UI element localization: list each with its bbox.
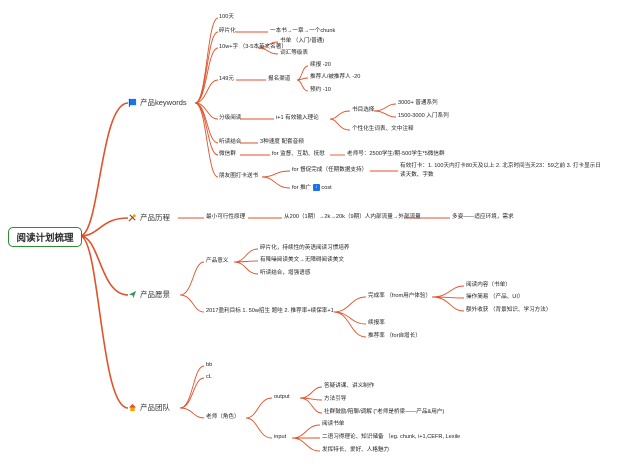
- root-branch-lines: [79, 102, 129, 409]
- node-book-list: 书单 （入门/普通): [280, 38, 325, 44]
- branch-team-label: 产品团队: [140, 403, 170, 412]
- branch-history-label: 产品历程: [140, 213, 170, 222]
- branch-vision-label: 产品愿景: [140, 290, 170, 299]
- branch-lines: [178, 17, 465, 452]
- node-teacher-accounts: 老师号：2500学生/期-500学生*5微信群: [347, 151, 445, 157]
- line-root-team: [79, 235, 129, 409]
- node-input: input: [274, 434, 287, 440]
- node-meaning-listening: 听读结合，增强语感: [260, 270, 311, 276]
- node-input-theory: 二语习得理论、知识储备 （eg. chunk, i+1,CEFR, Lexile: [322, 434, 461, 440]
- node-output: output: [274, 394, 290, 400]
- node-fragmented-sub: 一本书→一章→一个chunk: [270, 28, 336, 34]
- node-mvp: 最小可行性原理: [206, 214, 246, 220]
- node-completion-rate: 完成率 （from用户体验）: [368, 293, 432, 299]
- node-personal-vocab: 个性化生词表、文中注释: [352, 126, 414, 132]
- node-book-selection: 书目选择: [352, 107, 375, 113]
- branch-history[interactable]: 产品历程: [128, 212, 170, 223]
- node-referral-rate: 推荐率 （for自增长）: [368, 333, 421, 339]
- node-signup-channel: 报名渠道: [268, 76, 291, 82]
- node-product-meaning: 产品意义: [206, 258, 229, 264]
- node-wechat-purpose: for 监督、互助、抚慰: [272, 151, 325, 157]
- node-promotion-text: for 推广: [292, 184, 312, 191]
- node-output-guide: 方法引导: [324, 396, 347, 402]
- node-output-qa: 答疑讲课、讲义制作: [324, 383, 375, 389]
- line-root-keywords: [79, 102, 129, 237]
- node-output-community: 社群鼓励/陪聊/调解 (“老师是桥梁——产品&用户): [324, 409, 445, 415]
- node-channel-reserve: 预约 -10: [310, 87, 331, 93]
- node-input-booklist: 阅读书单: [322, 421, 345, 427]
- node-graded-reading: 分级阅读: [219, 115, 242, 121]
- node-teacher-role: 老师（角色）: [206, 414, 240, 420]
- tools-icon: [128, 214, 136, 222]
- branch-keywords-label: 产品keywords: [140, 98, 187, 107]
- node-vocab-table: 词汇等级表: [280, 50, 308, 56]
- node-meaning-habit: 碎片化，持续性的英语阅读习惯培养: [260, 245, 350, 251]
- node-channel-referral: 推荐人/被推荐人 -20: [310, 74, 361, 80]
- node-price: 149元: [219, 76, 234, 82]
- node-growth: 从200（1期）→2k→20k（9期）人内部流量→外部流量: [284, 214, 421, 220]
- node-renewal-rate: 续报率: [368, 320, 385, 326]
- node-valid-checkin-a: 有效打卡：1. 100天内打卡80天及以上 2. 北京时间当天23：59之前 3…: [400, 163, 601, 169]
- send-icon: [128, 290, 137, 299]
- node-input-strengths: 发挥特长、爱好、人格魅力: [322, 447, 390, 453]
- line-root-history: [79, 217, 129, 237]
- line-root-vision: [79, 235, 129, 296]
- node-100-days: 100天: [219, 14, 234, 20]
- node-listen-read: 听读结合: [219, 139, 242, 145]
- node-valid-checkin-b: 读天数、字数: [400, 172, 434, 178]
- node-input-theory: i+1 有效输入理论: [276, 115, 319, 121]
- branch-vision[interactable]: 产品愿景: [128, 289, 170, 300]
- node-wechat-group: 微信群: [219, 151, 236, 157]
- node-moments-checkin: 朋友圈打卡送书: [219, 173, 259, 179]
- flag-icon: [128, 98, 137, 107]
- node-2017-goal: 2017盈利目标 1. 50w招生 题哇 2. 推荐率+续保率+1: [206, 308, 334, 314]
- node-promotion: for 推广 ↓ cost: [292, 184, 332, 192]
- node-promotion-cost: cost: [321, 184, 332, 191]
- node-bb: bb: [206, 362, 213, 368]
- branch-team[interactable]: 产品团队: [128, 402, 170, 413]
- node-diversity: 多姿——适应环境，需求: [452, 214, 514, 220]
- node-channel-renew: 续报 -20: [310, 62, 331, 68]
- node-series-general: 3000+ 普通系列: [398, 100, 438, 106]
- root-node[interactable]: 阅读计划梳理: [8, 227, 82, 247]
- node-supervise-completion: for 督促完成（任期数据支持）: [292, 167, 368, 173]
- node-reading-content: 阅读内容（书单）: [466, 282, 511, 288]
- arrow-down-icon: ↓: [312, 184, 320, 191]
- node-audio-speeds: 3种速度 配套音频: [260, 139, 304, 145]
- node-series-intro: 1500-3000 入门系列: [398, 113, 449, 119]
- node-100k-words: 10w+字 （3-5本英文名著）: [219, 44, 287, 50]
- node-extra-gain: 额外收获 （背景知识、学习方法）: [466, 307, 552, 313]
- home-icon: [128, 403, 137, 412]
- node-cl: cL: [206, 374, 212, 380]
- branch-keywords[interactable]: 产品keywords: [128, 97, 187, 108]
- node-meaning-reading: 有降噪阅读美文→无障碍阅读美文: [260, 257, 344, 263]
- node-easy-operation: 操作简易 （产品、UI）: [466, 294, 524, 300]
- node-fragmented: 碎片化: [219, 28, 236, 34]
